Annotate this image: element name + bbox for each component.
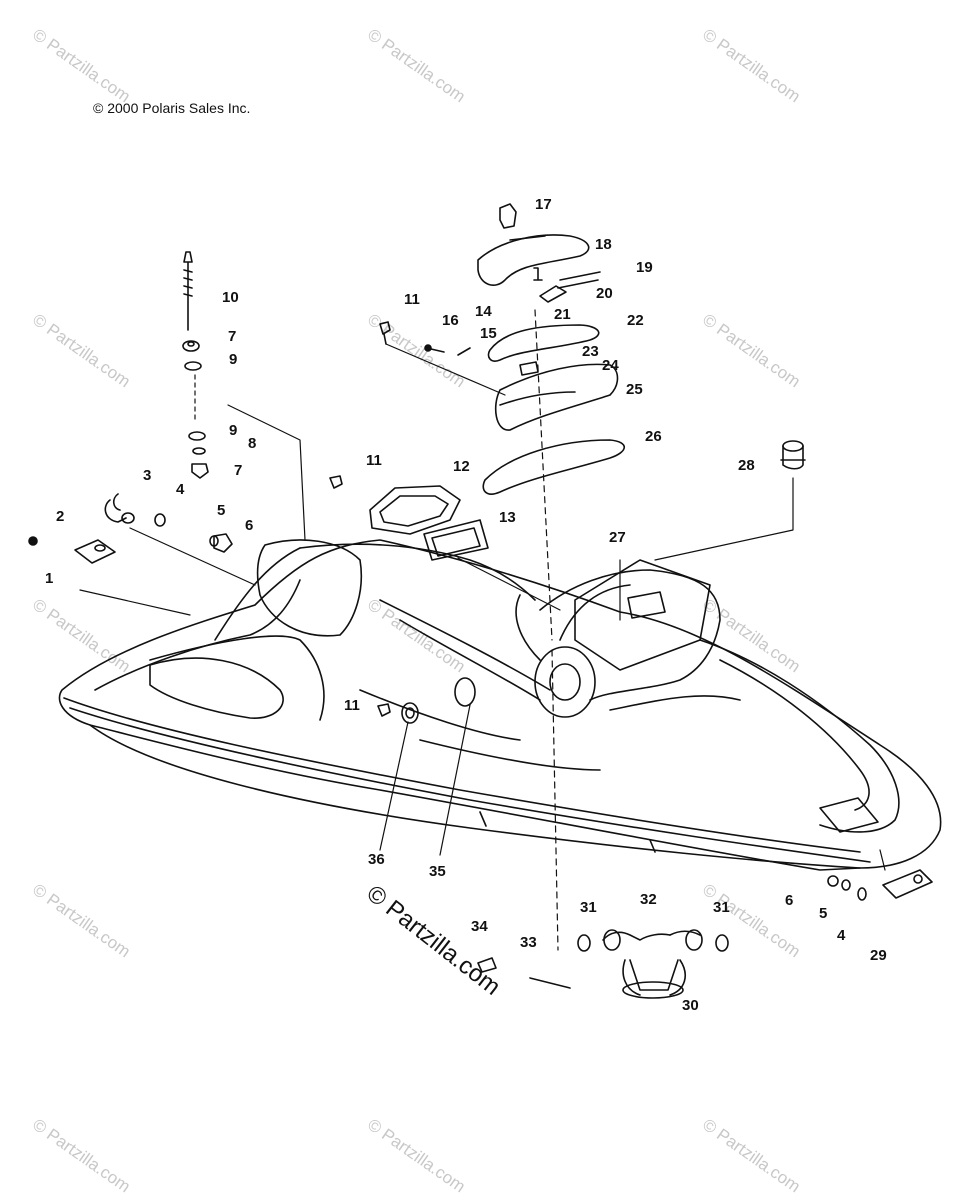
callout-5: 5: [217, 502, 225, 519]
hull: [58, 539, 942, 871]
callout-6: 6: [245, 517, 253, 534]
callout-3: 3: [143, 467, 151, 484]
callout-22: 22: [627, 312, 644, 329]
callout-16: 16: [442, 312, 459, 329]
callout-20: 20: [596, 285, 613, 302]
callout-33: 33: [520, 934, 537, 951]
copyright-text: © 2000 Polaris Sales Inc.: [93, 100, 251, 116]
callout-29: 29: [870, 947, 887, 964]
callout-4b: 4: [837, 927, 846, 944]
callout-9b: 9: [229, 422, 237, 439]
callout-27: 27: [609, 529, 626, 546]
callout-11b: 11: [366, 452, 382, 469]
callout-24: 24: [602, 357, 619, 374]
callout-31b: 31: [713, 899, 730, 916]
callout-11: 11: [404, 291, 420, 308]
callout-7: 7: [228, 328, 236, 345]
callout-35: 35: [429, 863, 446, 880]
callout-15: 15: [480, 325, 497, 342]
callout-18: 18: [595, 236, 612, 253]
callout-36: 36: [368, 851, 385, 868]
callout-7b: 7: [234, 462, 242, 479]
callout-23: 23: [582, 343, 599, 360]
callout-28: 28: [738, 457, 755, 474]
callout-9: 9: [229, 351, 237, 368]
callout-31: 31: [580, 899, 597, 916]
parts: [28, 203, 933, 999]
callout-12: 12: [453, 458, 470, 475]
callout-19: 19: [636, 259, 653, 276]
callout-34: 34: [471, 918, 488, 935]
callout-25: 25: [626, 381, 643, 398]
callout-14: 14: [475, 303, 492, 320]
callout-4: 4: [176, 481, 185, 498]
callout-30: 30: [682, 997, 699, 1014]
callout-21: 21: [554, 306, 571, 323]
callout-13: 13: [499, 509, 516, 526]
callout-11c: 11: [344, 697, 360, 714]
callout-32: 32: [640, 891, 657, 908]
callout-5b: 5: [819, 905, 827, 922]
leader-lines: [79, 309, 886, 951]
callout-labels: 1 2 3 4 5 6 7 8 9 10 9 7 11 11 11 12 13 …: [45, 196, 887, 1014]
callout-8: 8: [248, 435, 256, 452]
callout-10: 10: [222, 289, 239, 306]
callout-1: 1: [45, 570, 53, 587]
callout-2: 2: [56, 508, 64, 525]
callout-6b: 6: [785, 892, 793, 909]
callout-26: 26: [645, 428, 662, 445]
callout-17: 17: [535, 196, 552, 213]
